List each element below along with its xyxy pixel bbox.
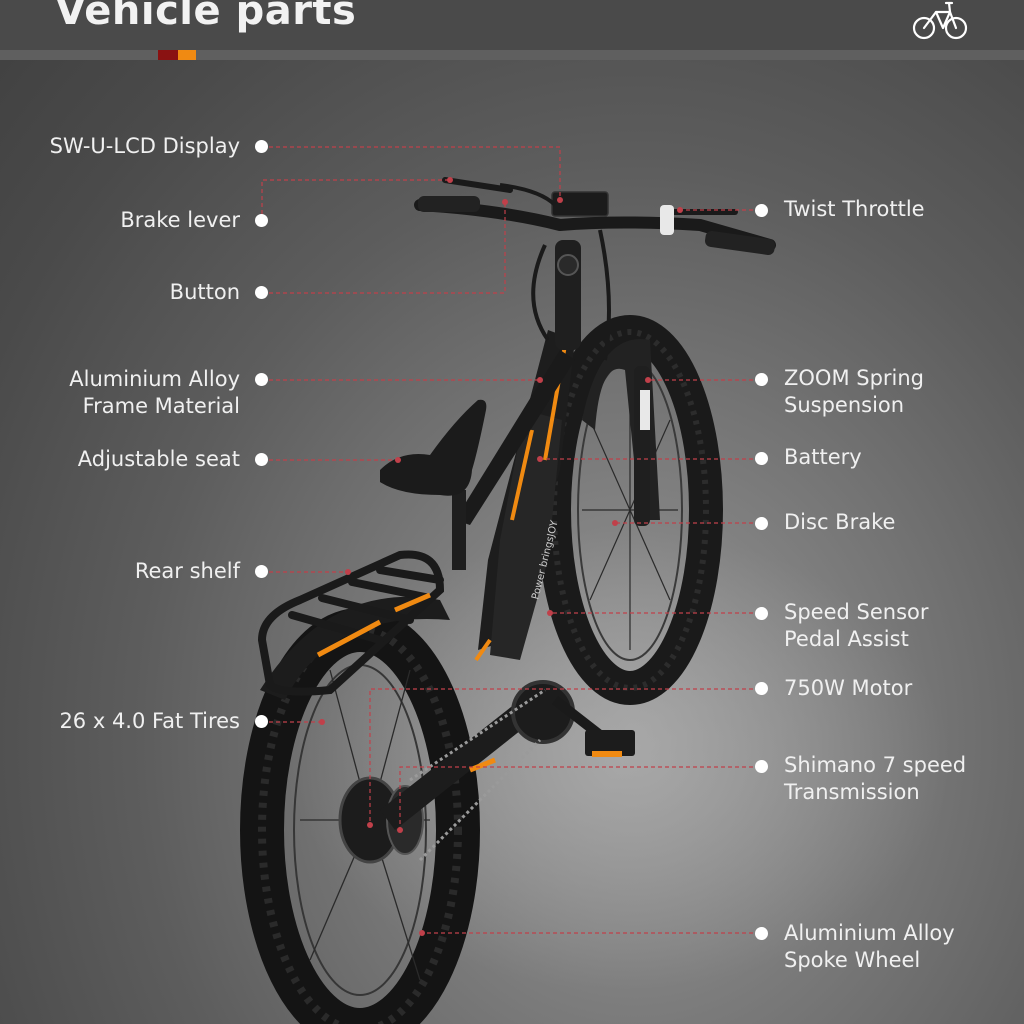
label-aluminium-alloy-frame-material: Aluminium Alloy Frame Material	[69, 367, 240, 418]
label-fat-tires: 26 x 4.0 Fat Tires	[59, 709, 240, 733]
rear-rack	[257, 550, 445, 696]
accent-bar-orange	[178, 50, 196, 60]
label-rear-shelf: Rear shelf	[134, 559, 240, 583]
leader-button	[262, 202, 506, 294]
dot-sw-u-lcd-display	[255, 140, 268, 153]
dot-twist-throttle	[755, 204, 768, 217]
label-button: Button	[169, 280, 240, 304]
page-title: Vehicle parts	[55, 0, 357, 34]
label-aluminium-alloy-spoke-wheel: Aluminium Alloy Spoke Wheel	[784, 921, 955, 972]
dot-fat-tires	[255, 715, 268, 728]
label-adjustable-seat: Adjustable seat	[77, 447, 240, 471]
label-twist-throttle: Twist Throttle	[784, 197, 925, 221]
dot-zoom-spring-suspension	[755, 373, 768, 386]
leader-sw-u-lcd-display	[262, 146, 561, 200]
label-750w-motor: 750W Motor	[784, 676, 913, 700]
header-underline	[0, 50, 1024, 60]
dot-frame-material	[255, 373, 268, 386]
label-disc-brake: Disc Brake	[784, 510, 896, 534]
dot-750w-motor	[755, 682, 768, 695]
label-brake-lever: Brake lever	[120, 208, 240, 232]
leader-shimano	[399, 766, 760, 830]
dot-button	[255, 286, 268, 299]
label-sw-u-lcd-display: SW-U-LCD Display	[49, 134, 240, 158]
dot-aluminium-alloy-spoke-wheel	[755, 927, 768, 940]
label-zoom-spring-suspension: ZOOM Spring Suspension	[784, 366, 925, 417]
dot-adjustable-seat	[255, 453, 268, 466]
dot-brake-lever	[255, 214, 268, 227]
label-battery: Battery	[784, 445, 862, 469]
bicycle-icon	[912, 1, 968, 40]
label-shimano-7-speed-transmission: Shimano 7 speed Transmission	[784, 753, 967, 804]
dot-disc-brake	[755, 517, 768, 530]
accent-bar-red	[158, 50, 178, 60]
dot-shimano-7-speed-transmission	[755, 760, 768, 773]
header-bar	[0, 0, 1024, 50]
dot-rear-shelf	[255, 565, 268, 578]
dot-speed-sensor-pedal-assist	[755, 607, 768, 620]
label-speed-sensor-pedal-assist: Speed Sensor Pedal Assist	[784, 600, 929, 651]
dot-battery	[755, 452, 768, 465]
leader-brake-lever	[261, 179, 450, 221]
leader-750w-motor	[369, 688, 760, 825]
